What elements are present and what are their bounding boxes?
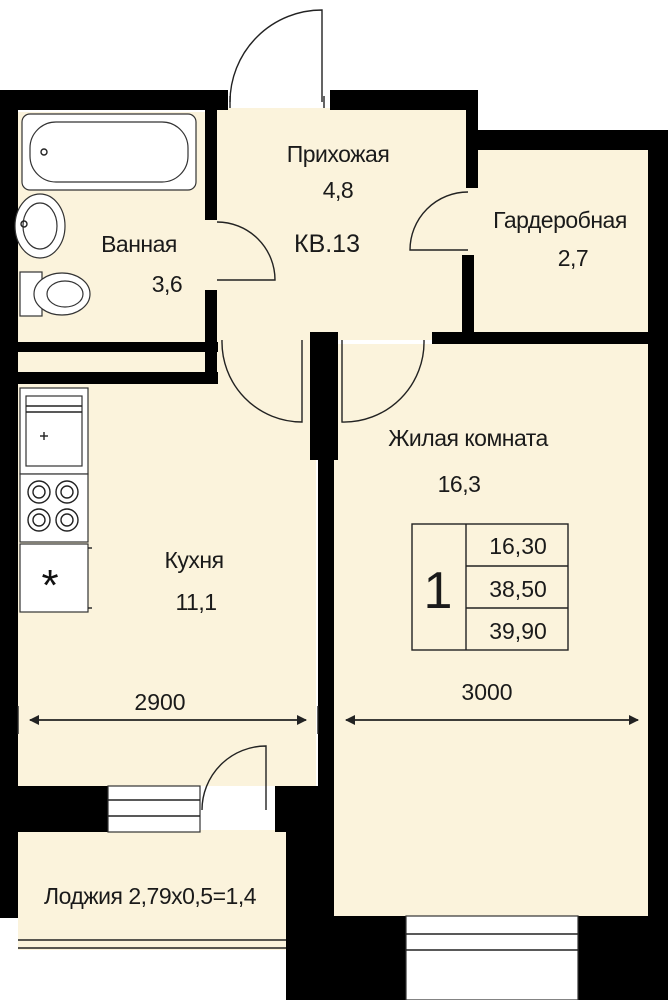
living-width-label: 3000 [461, 679, 512, 705]
kitchen-width-label: 2900 [134, 689, 185, 715]
bathtub [21, 113, 197, 191]
bathroom-area: 3,6 [152, 271, 182, 297]
doors [201, 9, 469, 811]
floor-wardrobe [470, 150, 648, 332]
floor-hallway [212, 108, 470, 340]
dimensions: 2900 3000 [17, 679, 639, 734]
hallway-name: Прихожая [287, 141, 390, 167]
loggia-label: Лоджия 2,79x0,5=1,4 [44, 883, 257, 909]
bathroom-name: Ванная [101, 231, 177, 257]
room-labels: Прихожая 4,8 КВ.13 Ванная 3,6 Гардеробна… [44, 141, 627, 909]
living-name: Жилая комната [388, 425, 548, 451]
total-area-value: 38,50 [489, 576, 547, 602]
toilet [19, 271, 91, 317]
wardrobe-name: Гардеробная [493, 207, 627, 233]
asterisk-icon: * [41, 561, 58, 610]
hallway-area: 4,8 [323, 177, 353, 203]
living-area: 16,3 [438, 471, 481, 497]
area-summary-table: 1 16,30 38,50 39,90 [411, 523, 569, 651]
sink [14, 193, 66, 259]
apartment-number: КВ.13 [294, 230, 360, 258]
kitchen-counter: * [19, 387, 92, 613]
kitchen-name: Кухня [164, 547, 223, 573]
floor-loggia [18, 830, 286, 950]
wardrobe-area: 2,7 [558, 245, 588, 271]
fixtures: * [14, 113, 197, 613]
rooms-count: 1 [424, 562, 453, 620]
floor-kitchen-top [212, 335, 316, 380]
kitchen-area: 11,1 [175, 589, 216, 615]
total-area-loggia-value: 39,90 [489, 618, 547, 644]
living-area-value: 16,30 [489, 533, 547, 559]
walls [0, 90, 668, 1000]
floor-living [334, 344, 648, 916]
windows [18, 785, 579, 1000]
